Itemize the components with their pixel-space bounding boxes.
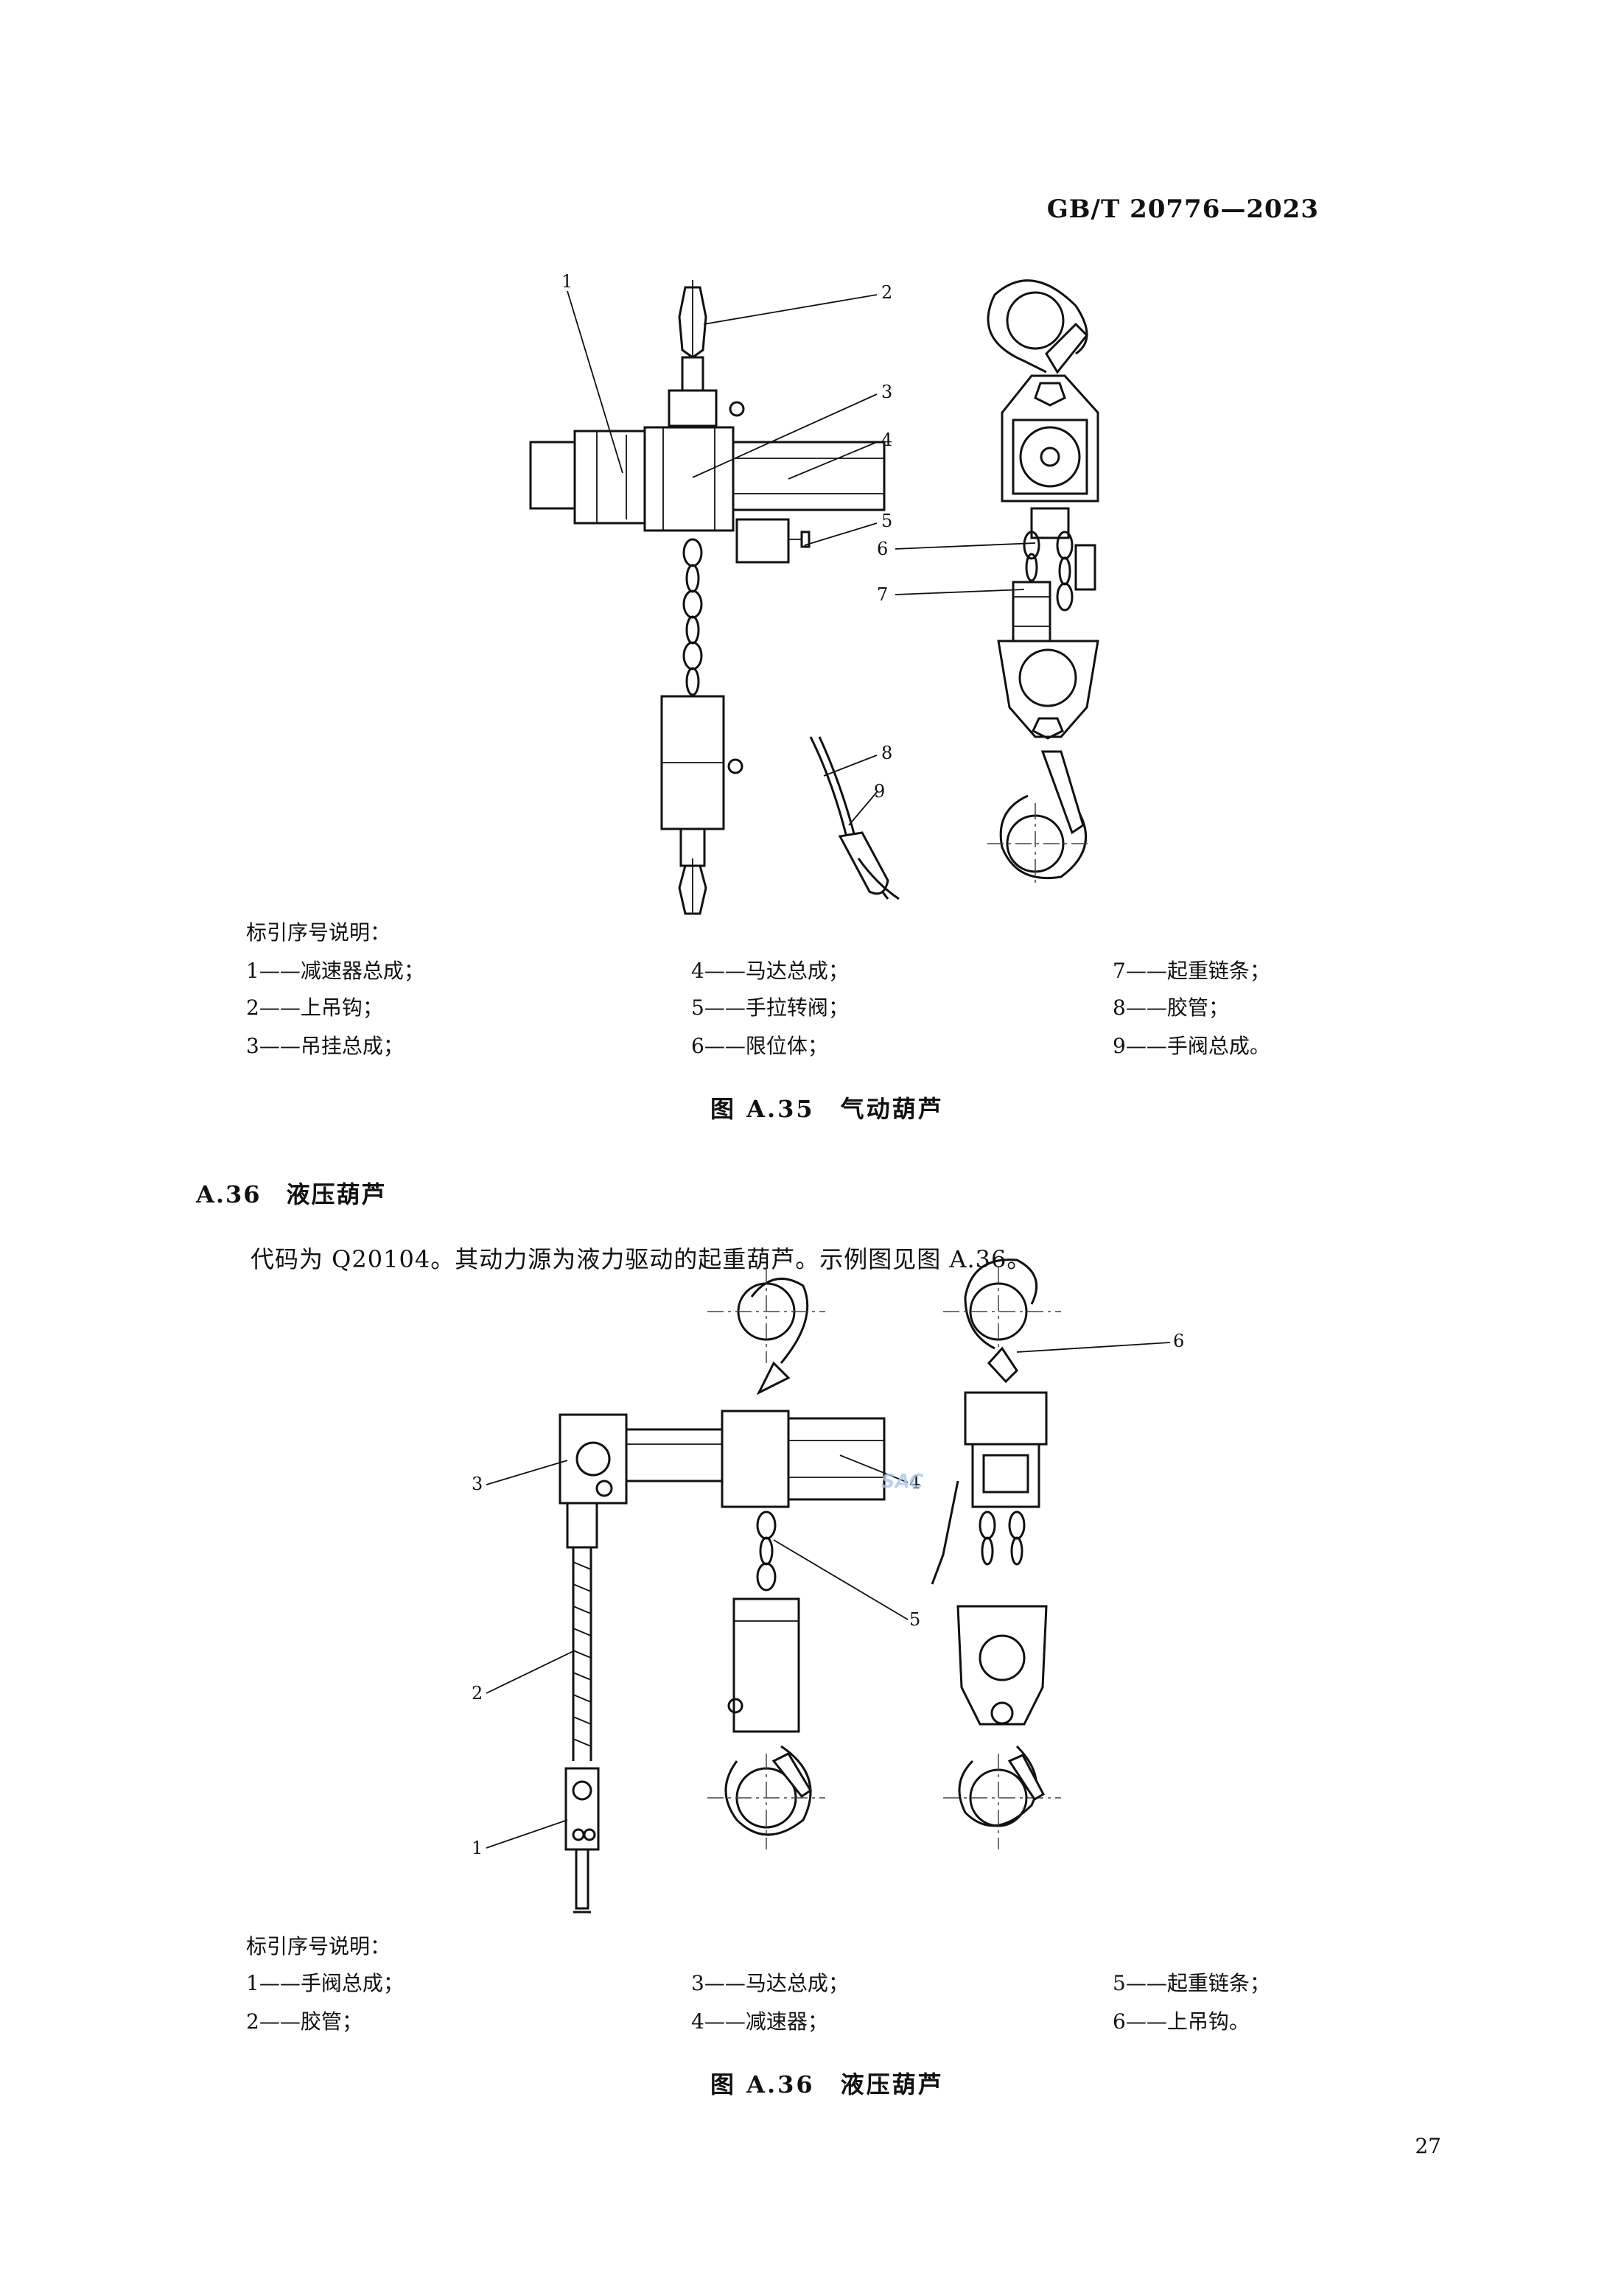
figure-a35-drawing: 1 2 3 4 5 6 7 8 9 bbox=[529, 271, 1099, 915]
a35-callout-2: 2 bbox=[881, 282, 892, 303]
a35-legend-item: 3——吊挂总成； bbox=[246, 1034, 404, 1058]
page-number: 27 bbox=[1415, 2134, 1441, 2158]
a36-callout-2: 2 bbox=[472, 1683, 483, 1704]
a36-callout-4: 4 bbox=[909, 1472, 920, 1493]
a35-callout-9: 9 bbox=[874, 781, 885, 802]
a36-callout-5: 5 bbox=[909, 1609, 920, 1630]
a35-side-view bbox=[529, 280, 900, 915]
a36-callout-6: 6 bbox=[1173, 1331, 1184, 1351]
a35-legend-item: 8——胶管； bbox=[1113, 995, 1229, 1020]
a36-legend-item: 4——减速器； bbox=[691, 2009, 828, 2034]
a36-front-view bbox=[931, 1258, 1061, 1849]
a35-legend-item: 7——起重链条； bbox=[1113, 959, 1270, 983]
a36-legend-item: 5——起重链条； bbox=[1113, 1971, 1270, 1995]
a36-callout-3: 3 bbox=[472, 1474, 483, 1494]
a36-callout-1: 1 bbox=[472, 1838, 483, 1858]
a35-legend-item: 2——上吊钩； bbox=[246, 995, 383, 1020]
a35-front-view bbox=[987, 279, 1099, 884]
a36-callouts: 3 4 5 2 1 6 bbox=[472, 1331, 1184, 1858]
a36-legend-item: 1——手阀总成； bbox=[246, 1971, 404, 1995]
sac-watermark: SAC bbox=[881, 1471, 924, 1493]
section-heading: A.36 液压葫芦 bbox=[196, 1180, 387, 1208]
a36-legend-item: 2——胶管； bbox=[246, 2009, 363, 2034]
figure-a35-caption: 图 A.35 气动葫芦 bbox=[710, 1095, 944, 1123]
a35-legend-item: 5——手拉转阀； bbox=[691, 995, 849, 1020]
a35-callout-6: 6 bbox=[877, 539, 888, 559]
a35-chain bbox=[682, 538, 703, 696]
a35-callout-5: 5 bbox=[881, 511, 892, 531]
a35-callout-1: 1 bbox=[561, 271, 573, 292]
a35-legend-item: 1——减速器总成； bbox=[246, 959, 424, 983]
a35-callout-3: 3 bbox=[881, 382, 892, 402]
section-body: 代码为 Q20104。其动力源为液力驱动的起重葫芦。示例图见图 A.36。 bbox=[251, 1245, 1032, 1273]
a36-legend-title: 标引序号说明： bbox=[246, 1934, 391, 1958]
a35-callout-7: 7 bbox=[877, 584, 888, 605]
a35-legend-item: 6——限位体； bbox=[691, 1034, 828, 1058]
a35-callouts: 1 2 3 4 5 6 7 8 9 bbox=[561, 271, 1036, 826]
a36-legend-item: 6——上吊钩。 bbox=[1113, 2009, 1250, 2034]
figure-a36-drawing: 3 4 5 2 1 6 bbox=[472, 1258, 1184, 1914]
a35-legend-item: 4——马达总成； bbox=[691, 959, 849, 983]
a35-legend-title: 标引序号说明： bbox=[246, 920, 391, 945]
a35-callout-8: 8 bbox=[881, 743, 892, 763]
a35-callout-4: 4 bbox=[881, 430, 892, 450]
figure-a36-caption: 图 A.36 液压葫芦 bbox=[710, 2070, 944, 2098]
standard-code: GB/T 20776—2023 bbox=[1046, 195, 1319, 224]
a36-legend-item: 3——马达总成； bbox=[691, 1971, 849, 1995]
a35-legend-item: 9——手阀总成。 bbox=[1113, 1034, 1270, 1058]
a36-side-view bbox=[559, 1267, 886, 1914]
